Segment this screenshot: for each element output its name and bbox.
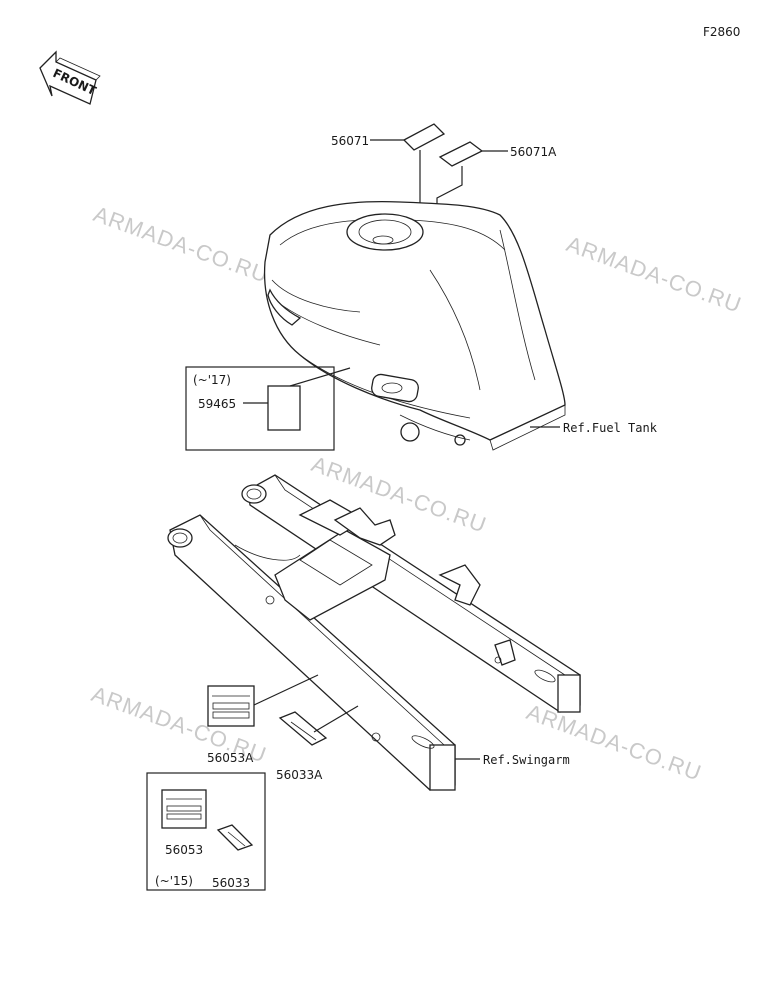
label-59465-group: (~'17) 59465 [185,366,351,451]
year-note-15: (~'15) [155,874,193,888]
front-arrow-icon: FRONT [39,50,101,105]
label-56053-box [146,772,266,891]
label-56053A-sticker [207,674,319,727]
part-number-56033: 56033 [212,876,250,890]
part-number-56033A: 56033A [276,768,323,782]
part-number-59465: 59465 [198,397,236,411]
watermark-2: ARMADA-CO.RU [563,231,745,318]
part-number-56053: 56053 [165,843,203,857]
part-number-56071: 56071 [331,134,369,148]
label-56053-sticker [161,789,207,829]
fuel-tank [263,201,566,451]
label-59465-sticker [267,385,301,431]
watermark-1: ARMADA-CO.RU [90,201,272,288]
label-59465-box [185,366,335,451]
year-note-17: (~'17) [193,373,231,387]
part-number-56053A: 56053A [207,751,254,765]
watermark-5: ARMADA-CO.RU [523,699,705,786]
ref-swingarm-label: Ref.Swingarm [483,753,570,767]
label-56053-56033-group: 56053 (~'15) 56033 [146,772,266,891]
diagram-code: F2860 [703,25,740,39]
swingarm [167,474,581,791]
label-56033A-sticker [278,705,359,746]
part-number-56071A: 56071A [510,145,557,159]
ref-fuel-tank-label: Ref.Fuel Tank [563,421,658,435]
